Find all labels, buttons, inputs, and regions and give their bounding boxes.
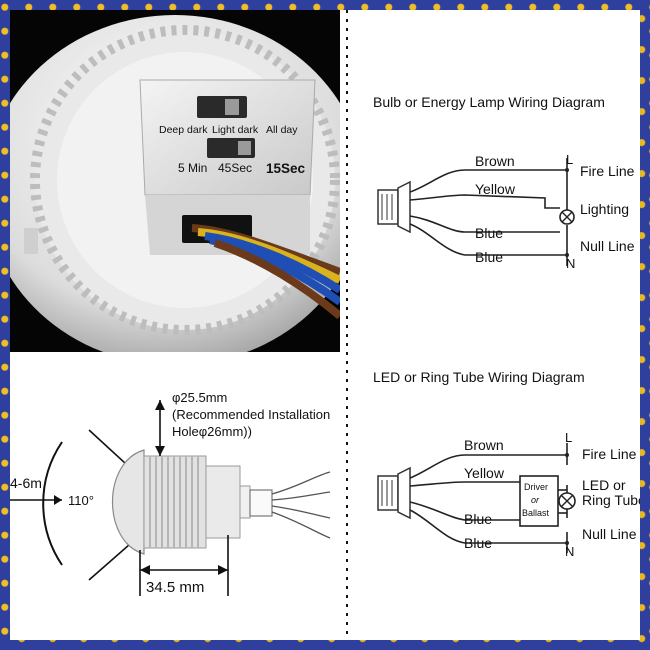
- range-label: 4-6m: [10, 475, 42, 491]
- sensor-photo: Deep dark Light dark All day 5 Min 45Sec…: [10, 10, 340, 352]
- bulb-label-brown: Brown: [475, 153, 515, 169]
- bulb-wire-blue-2: [409, 223, 565, 256]
- switch-label-light-dark: Light dark: [212, 124, 259, 136]
- switch-label-all-day: All day: [266, 124, 298, 136]
- nut: [205, 465, 241, 539]
- diameter-arrow-down: [155, 446, 165, 456]
- bulb-null-line-label: Null Line: [580, 238, 635, 254]
- mounting-tab: [24, 228, 38, 254]
- driver-label-1: Driver: [524, 482, 548, 492]
- dim-wire-4: [271, 511, 331, 539]
- length-arrow-right: [218, 565, 228, 575]
- bulb-label-yellow: Yellow: [475, 181, 516, 197]
- time-switch-slider: [238, 141, 251, 155]
- brown-wire-2: [213, 239, 340, 320]
- bulb-label-blue-1: Blue: [475, 225, 503, 241]
- led-wire-blue-2: [409, 509, 567, 544]
- bulb-marker-l: L: [566, 152, 573, 167]
- bulb-null-node: [565, 253, 569, 257]
- bulb-wire-blue-1: [409, 215, 560, 233]
- sensor-photo-drawing: Deep dark Light dark All day 5 Min 45Sec…: [10, 15, 340, 352]
- bulb-diagram-title: Bulb or Energy Lamp Wiring Diagram: [373, 94, 605, 110]
- led-lamp-label-1: LED or: [582, 477, 626, 493]
- bulb-fire-line-label: Fire Line: [580, 163, 635, 179]
- led-lamp-cross-b: [560, 494, 574, 508]
- dim-wire-1: [271, 471, 331, 495]
- dim-wire-2: [271, 491, 331, 501]
- bulb-wire-brown: [409, 169, 565, 193]
- plug: [249, 489, 273, 517]
- hole-note-line-2: Holeφ26mm)): [172, 424, 252, 439]
- bulb-fire-node: [565, 168, 569, 172]
- light-switch-slider: [225, 99, 239, 115]
- thread-lines: [149, 456, 199, 548]
- driver-label-3: Ballast: [522, 508, 550, 518]
- led-marker-n: N: [565, 544, 574, 559]
- led-wire-brown: [409, 454, 567, 479]
- bulb-wire-yellow: [409, 194, 560, 209]
- led-marker-l: L: [565, 430, 572, 445]
- wiring-diagrams: Bulb or Energy Lamp Wiring Diagram: [10, 10, 640, 640]
- time-label-5min: 5 Min: [178, 161, 207, 175]
- led-diagram-title: LED or Ring Tube Wiring Diagram: [373, 369, 585, 385]
- time-label-45sec: 45Sec: [218, 161, 252, 175]
- led-fire-line-label: Fire Line: [582, 446, 637, 462]
- led-label-blue-1: Blue: [464, 511, 492, 527]
- led-label-blue-2: Blue: [464, 535, 492, 551]
- diameter-arrow-up: [155, 400, 165, 410]
- driver-box: [519, 475, 559, 527]
- connector-neck: [239, 485, 251, 519]
- dim-wire-3: [271, 505, 331, 519]
- product-panel: Deep dark Light dark All day 5 Min 45Sec…: [10, 10, 640, 640]
- driver-label-2: or: [531, 495, 540, 505]
- length-arrow-left: [140, 565, 150, 575]
- led-lamp-label-2: Ring Tube: [582, 492, 640, 508]
- angle-arc: [42, 441, 63, 566]
- bulb-lighting-label: Lighting: [580, 201, 629, 217]
- led-null-node: [565, 541, 569, 545]
- lamp-cross-b: [561, 211, 573, 223]
- led-label-yellow: Yellow: [464, 465, 505, 481]
- bulb-label-blue-2: Blue: [475, 249, 503, 265]
- angle-label: 110°: [68, 493, 94, 508]
- bulb-marker-n: N: [566, 256, 575, 271]
- range-arrow-head: [54, 495, 62, 505]
- led-fire-node: [565, 453, 569, 457]
- length-label: 34.5 mm: [146, 579, 204, 596]
- led-wire-blue-1: [409, 501, 520, 521]
- led-label-brown: Brown: [464, 437, 504, 453]
- switch-label-deep-dark: Deep dark: [159, 124, 208, 136]
- bulb-connector: [377, 180, 411, 234]
- time-label-15sec: 15Sec: [266, 161, 306, 176]
- diameter-label: φ25.5mm: [172, 390, 227, 405]
- hole-note-line-1: (Recommended Installation: [172, 407, 330, 422]
- lens-dome: [112, 449, 145, 555]
- led-connector: [377, 466, 411, 520]
- led-null-line-label: Null Line: [582, 526, 637, 542]
- led-wire-yellow: [409, 481, 520, 487]
